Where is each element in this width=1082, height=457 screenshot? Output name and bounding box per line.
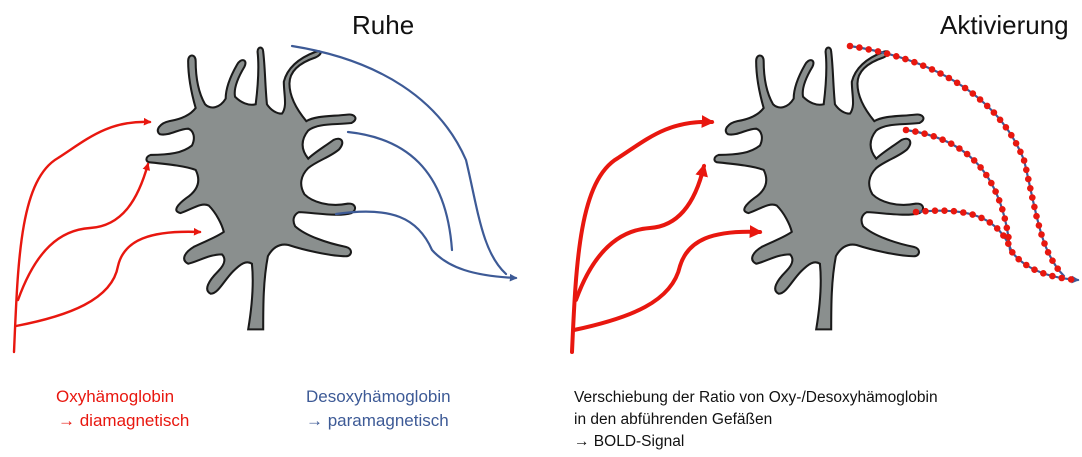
oxy-bead bbox=[992, 188, 999, 195]
oxy-bead bbox=[1038, 231, 1045, 238]
legend-oxy-property: → diamagnetisch bbox=[58, 411, 189, 430]
vein-rest-2 bbox=[348, 132, 452, 250]
oxy-bead bbox=[1033, 213, 1040, 220]
oxy-bead bbox=[1021, 157, 1028, 164]
activation-title: Aktivierung bbox=[940, 10, 1069, 40]
oxy-bead bbox=[1013, 140, 1020, 147]
artery-act-3 bbox=[574, 232, 760, 330]
oxy-bead bbox=[1023, 262, 1030, 269]
oxy-bead bbox=[912, 128, 919, 135]
oxy-bead bbox=[956, 145, 963, 152]
oxy-bead bbox=[1031, 266, 1038, 273]
oxy-bead bbox=[987, 219, 994, 226]
oxy-bead bbox=[930, 133, 937, 140]
oxy-bead bbox=[847, 43, 854, 50]
rest-panel: Ruhe Oxyhämoglobin → diamagnetisch Desox… bbox=[14, 10, 516, 430]
caption-line-3: → BOLD-Signal bbox=[574, 433, 684, 450]
artery-rest-2 bbox=[18, 164, 148, 300]
oxy-bead bbox=[991, 109, 998, 116]
oxy-bead bbox=[994, 225, 1001, 232]
oxy-bead bbox=[970, 90, 977, 97]
oxy-bead bbox=[865, 46, 872, 53]
oxy-bead bbox=[971, 157, 978, 164]
oxy-bead bbox=[1045, 249, 1052, 256]
artery-act-1 bbox=[572, 122, 712, 352]
oxy-bead bbox=[1041, 240, 1048, 247]
oxy-bead bbox=[1040, 270, 1047, 277]
oxy-bead bbox=[997, 117, 1004, 124]
legend-oxy-name: Oxyhämoglobin bbox=[56, 387, 174, 406]
oxy-bead bbox=[977, 164, 984, 171]
oxy-bead bbox=[920, 62, 927, 69]
activation-panel: Aktivierung Verschiebung der Ratio von O… bbox=[572, 10, 1078, 450]
vein-rest-1 bbox=[292, 46, 506, 274]
oxy-bead bbox=[1000, 232, 1007, 239]
oxy-bead bbox=[937, 70, 944, 77]
oxy-bead bbox=[1008, 132, 1015, 139]
oxy-bead bbox=[902, 56, 909, 63]
vein-rest-3 bbox=[336, 212, 516, 278]
oxy-bead bbox=[977, 96, 984, 103]
oxy-bead bbox=[932, 207, 939, 214]
oxy-bead bbox=[921, 130, 928, 137]
oxy-bead bbox=[999, 206, 1006, 213]
oxy-bead bbox=[946, 75, 953, 82]
oxy-bead bbox=[964, 151, 971, 158]
oxy-bead bbox=[903, 127, 910, 134]
oxy-bead bbox=[893, 53, 900, 60]
oxy-bead bbox=[941, 207, 948, 214]
oxy-bead bbox=[984, 103, 991, 110]
oxy-bead bbox=[1025, 176, 1032, 183]
oxy-bead bbox=[1058, 275, 1065, 282]
oxy-bead bbox=[1027, 185, 1034, 192]
oxy-bead bbox=[1017, 149, 1024, 156]
oxy-bead bbox=[856, 44, 863, 51]
oxy-bead bbox=[962, 85, 969, 92]
oxy-bead bbox=[884, 50, 891, 57]
oxy-bead bbox=[969, 211, 976, 218]
oxy-bead bbox=[929, 66, 936, 73]
caption-line-2: in den abführenden Gefäßen bbox=[574, 411, 772, 428]
oxy-bead bbox=[988, 180, 995, 187]
artery-rest-3 bbox=[16, 232, 200, 326]
legend-desoxy-property: → paramagnetisch bbox=[306, 411, 449, 430]
neuron-rest bbox=[146, 48, 355, 330]
oxy-bead bbox=[1004, 225, 1011, 232]
oxy-bead bbox=[1023, 167, 1030, 174]
oxy-bead bbox=[1005, 240, 1012, 247]
oxy-bead bbox=[1049, 273, 1056, 280]
oxy-bead bbox=[1036, 222, 1043, 229]
oxy-bead bbox=[1049, 257, 1056, 264]
oxy-bead bbox=[922, 208, 929, 215]
legend-desoxy-name: Desoxyhämoglobin bbox=[306, 387, 451, 406]
oxy-bead bbox=[1054, 265, 1061, 272]
oxy-bead bbox=[996, 197, 1003, 204]
oxy-bead bbox=[983, 172, 990, 179]
oxy-bead bbox=[1029, 194, 1036, 201]
oxy-bead bbox=[1015, 256, 1022, 263]
oxy-bead bbox=[939, 136, 946, 143]
vein-act-3 bbox=[916, 211, 1078, 280]
oxy-bead bbox=[1031, 204, 1038, 211]
oxy-bead bbox=[951, 208, 958, 215]
oxy-bead bbox=[960, 209, 967, 216]
oxy-bead bbox=[913, 209, 920, 216]
oxy-bead bbox=[954, 80, 961, 87]
oxy-bead bbox=[978, 215, 985, 222]
oxy-bead bbox=[1003, 124, 1010, 131]
rest-title: Ruhe bbox=[352, 10, 414, 40]
oxy-bead bbox=[1068, 276, 1075, 283]
caption-line-1: Verschiebung der Ratio von Oxy-/Desoxyhä… bbox=[574, 389, 938, 406]
oxy-bead bbox=[1009, 249, 1016, 256]
oxy-bead bbox=[948, 140, 955, 147]
neuron-activation bbox=[714, 48, 923, 330]
artery-rest-1 bbox=[14, 122, 150, 352]
oxy-bead bbox=[875, 48, 882, 55]
oxy-bead bbox=[1002, 215, 1009, 222]
oxy-bead bbox=[911, 59, 918, 66]
